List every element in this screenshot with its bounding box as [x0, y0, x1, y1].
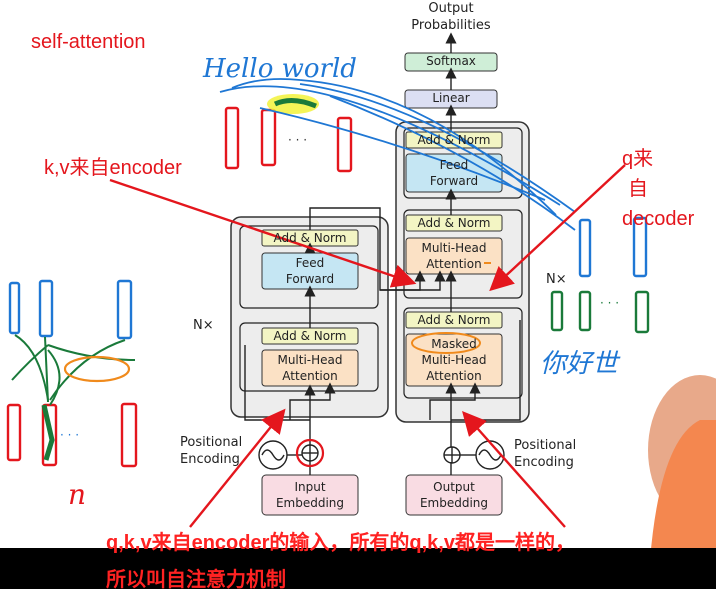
decoder-add-norm-mid: Add & Norm [417, 216, 491, 230]
decoder-feed-forward: Feed Forward [429, 158, 479, 188]
blue-vectors-right [578, 216, 648, 278]
decoder-add-norm-top: Add & Norm [417, 133, 491, 147]
n-handwriting: n [68, 478, 87, 511]
decoder-add-norm-bottom: Add & Norm [417, 313, 491, 327]
output-embedding-box [405, 474, 503, 516]
yellow-highlight [267, 94, 319, 114]
green-vectors-right [550, 290, 650, 334]
subtitle-line-2: 所以叫自注意力机制 [106, 569, 286, 589]
linear-label: Linear [432, 91, 470, 105]
output-embedding-label: Output Embedding [419, 480, 489, 510]
input-embedding-label: Input Embedding [275, 480, 345, 510]
positional-encoding-left [258, 440, 319, 470]
left-red-vectors [6, 402, 138, 468]
decoder-nx: N× [546, 272, 567, 287]
decoder-add-norm-bottom-box [405, 311, 503, 329]
decoder-masked: Masked Multi-Head Attention [421, 337, 487, 383]
positional-encoding-left-label: Positional Encoding [180, 435, 243, 467]
softmax-label: Softmax [426, 54, 476, 68]
dots-left: · · · [60, 428, 80, 442]
orange-circle-left [63, 355, 131, 383]
positional-encoding-right [443, 440, 505, 470]
left-green-lines [11, 334, 136, 406]
subtitle-bar [0, 548, 716, 589]
red-arrows [109, 164, 626, 528]
hello-world-handwriting: Hello world [203, 54, 357, 84]
q-from-decoder-note: q来 自 decoder [622, 148, 695, 230]
positional-encoding-right-label: Positional Encoding [514, 438, 577, 470]
encoder-nx: N× [193, 318, 214, 333]
red-circle-on-plus [295, 438, 325, 468]
decoder-add-norm-mid-box [405, 214, 503, 232]
dots-right: · · · [600, 296, 620, 310]
presenter [640, 375, 716, 589]
output-probabilities-label: Output Probabilities [411, 1, 491, 33]
ni-hao-shi-handwriting: 你好世 [540, 349, 619, 379]
self-attention-title: self-attention [31, 31, 146, 53]
decoder-multi-head: Multi-Head Attention [421, 241, 487, 271]
encoder-multi-head: Multi-Head Attention [277, 353, 343, 383]
subtitle-line-1: q,k,v来自encoder的输入，所有的q,k,v都是一样的， [106, 532, 575, 554]
kv-from-encoder-note: k,v来自encoder [44, 157, 182, 179]
encoder-add-norm-top: Add & Norm [273, 231, 347, 245]
blue-ink-lines [219, 78, 576, 231]
dots-top: · · · [288, 133, 308, 147]
left-blue-vectors [8, 279, 133, 340]
orange-circle-masked [411, 332, 481, 354]
encoder-feed-forward: Feed Forward [285, 256, 335, 286]
encoder-add-norm-bottom: Add & Norm [273, 329, 347, 343]
